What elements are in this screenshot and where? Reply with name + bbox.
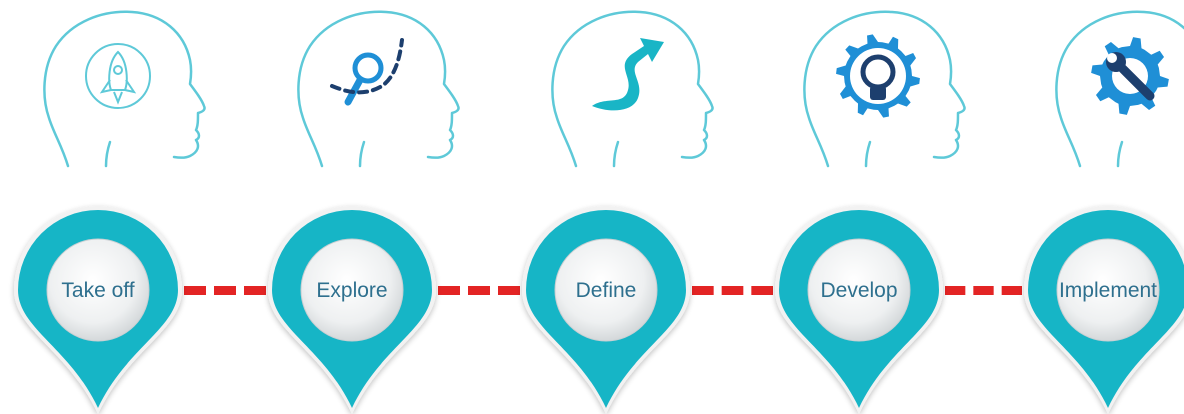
connector-dash <box>244 286 266 295</box>
step-pin: Take off <box>14 206 182 414</box>
head-rocket <box>43 10 206 168</box>
head-outline <box>803 10 966 168</box>
connector-dash <box>973 286 994 295</box>
head-outline <box>1055 10 1184 168</box>
connector-dash <box>214 286 236 295</box>
connector-dash <box>751 286 773 295</box>
pin-inner-circle <box>300 238 404 342</box>
step-pin: Implement <box>1024 206 1184 414</box>
wrench-gear-icon <box>1091 37 1169 115</box>
step-label: Implement <box>1059 279 1157 302</box>
head-outline <box>297 10 460 168</box>
pin-inner-circle <box>554 238 658 342</box>
step-pin: Develop <box>775 206 943 414</box>
connector-dash <box>438 286 460 295</box>
step-pin: Explore <box>268 206 436 414</box>
head-outline <box>43 10 206 168</box>
connector-dash <box>184 286 206 295</box>
connector-dash <box>945 286 966 295</box>
head-arrow-path <box>551 10 714 168</box>
step-label: Explore <box>316 279 387 302</box>
rocket-icon <box>85 43 151 109</box>
step-label: Define <box>576 279 637 302</box>
connector-dash <box>1001 286 1022 295</box>
pin-inner-circle <box>807 238 911 342</box>
step-pins: Take off Explore Define Develop Implement <box>14 206 1184 414</box>
magnifier-icon <box>330 38 404 106</box>
head-icons <box>43 10 1184 168</box>
pin-inner-circle <box>46 238 150 342</box>
pin-inner-circle <box>1056 238 1160 342</box>
step-pin: Define <box>522 206 690 414</box>
connector-dashes <box>184 286 1022 295</box>
connector-dash <box>721 286 744 295</box>
head-outline <box>551 10 714 168</box>
head-magnifier <box>297 10 460 168</box>
lightbulb-gear-icon <box>836 34 920 118</box>
head-lightbulb-gear <box>803 10 966 168</box>
connector-dash <box>468 286 490 295</box>
connector-dash <box>692 286 714 295</box>
head-wrench-gear <box>1055 10 1184 168</box>
connector-dash <box>498 286 520 295</box>
step-label: Develop <box>820 279 897 302</box>
arrow-path-icon <box>592 38 664 111</box>
step-label: Take off <box>61 279 134 302</box>
